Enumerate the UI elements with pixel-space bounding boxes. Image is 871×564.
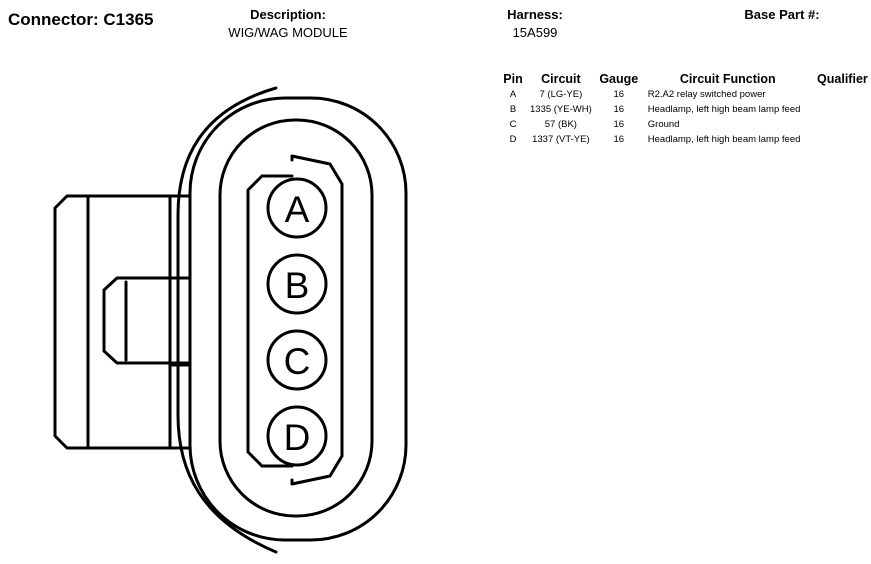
- cell-circuit: 7 (LG-YE): [539, 89, 583, 100]
- pin-a-circle: [266, 177, 328, 239]
- cell-function: R2.A2 relay switched power: [647, 89, 766, 100]
- pin-b-label: B: [285, 265, 310, 306]
- connector-id: C1365: [103, 10, 154, 29]
- cell-function: Headlamp, left high beam lamp feed: [647, 134, 801, 145]
- connector-pin-ridge: [290, 154, 344, 486]
- column-header-qualifier: Qualifier: [817, 72, 868, 86]
- base-part-block: Base Part #:: [722, 7, 842, 25]
- pin-table-header: Pin Circuit Gauge Circuit Function Quali…: [496, 72, 868, 87]
- pin-c: C: [266, 329, 328, 391]
- connector-latch: [102, 276, 192, 365]
- harness-block: Harness: 15A599: [485, 7, 585, 40]
- cell-circuit: 1335 (YE-WH): [530, 104, 592, 115]
- harness-label: Harness:: [507, 7, 563, 22]
- harness-value: 15A599: [512, 25, 558, 40]
- cell-circuit: 1337 (VT-YE): [532, 134, 590, 145]
- pin-d-label: D: [284, 417, 311, 458]
- column-header-pin: Pin: [503, 72, 523, 86]
- pin-a-label: A: [285, 189, 310, 230]
- description-label: Description:: [250, 7, 326, 22]
- cell-circuit: 57 (BK): [544, 119, 577, 130]
- pin-d: D: [266, 405, 328, 467]
- pin-d-circle: [266, 405, 328, 467]
- cell-gauge: 16: [613, 104, 625, 115]
- cell-function: Ground: [647, 119, 680, 130]
- description-value: WIG/WAG MODULE: [228, 25, 348, 40]
- cell-function: Headlamp, left high beam lamp feed: [647, 104, 801, 115]
- pin-a: A: [266, 177, 328, 239]
- cell-pin: B: [509, 104, 517, 115]
- connector-pin-ridge: [246, 174, 264, 468]
- column-header-circuit: Circuit: [541, 72, 581, 86]
- base-part-label: Base Part #:: [744, 7, 820, 22]
- table-row: D 1337 (VT-YE) 16 Headlamp, left high be…: [496, 132, 868, 147]
- column-header-gauge: Gauge: [599, 72, 639, 86]
- cell-gauge: 16: [613, 119, 625, 130]
- connector-inner-face: [218, 118, 374, 518]
- connector-title: Connector: C1365: [8, 10, 154, 30]
- cell-pin: C: [509, 119, 517, 130]
- pin-c-circle: [266, 329, 328, 391]
- table-row: B 1335 (YE-WH) 16 Headlamp, left high be…: [496, 102, 868, 117]
- connector-outer-hood: [176, 86, 278, 554]
- connector-housing: [188, 96, 408, 542]
- pin-table: Pin Circuit Gauge Circuit Function Quali…: [496, 72, 868, 147]
- cell-gauge: 16: [613, 89, 625, 100]
- cell-pin: A: [509, 89, 517, 100]
- table-row: A 7 (LG-YE) 16 R2.A2 relay switched powe…: [496, 87, 868, 102]
- table-row: C 57 (BK) 16 Ground: [496, 117, 868, 132]
- cell-pin: D: [509, 134, 517, 145]
- connector-label: Connector:: [8, 10, 99, 29]
- column-header-circuit-function: Circuit Function: [679, 72, 776, 86]
- cell-gauge: 16: [613, 134, 625, 145]
- description-block: Description: WIG/WAG MODULE: [198, 7, 378, 40]
- pin-b: B: [266, 253, 328, 315]
- pin-b-circle: [266, 253, 328, 315]
- pin-c-label: C: [284, 341, 311, 382]
